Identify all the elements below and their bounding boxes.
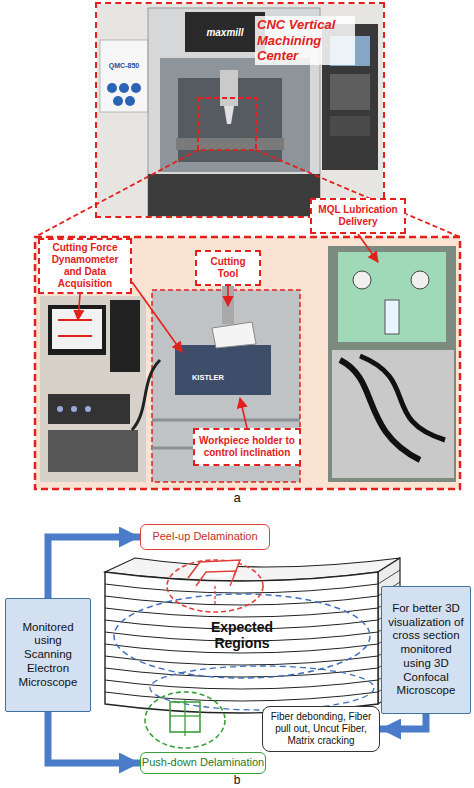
- pressure-gauge: [411, 271, 429, 289]
- callout-box: Cutting Tool: [195, 250, 261, 286]
- peel-up-ply: [196, 571, 236, 586]
- method-box: Monitored using Scanning Electron Micros…: [5, 598, 91, 712]
- node-text: Peel-up Delamination: [152, 530, 257, 543]
- sign-icon: [131, 83, 141, 93]
- node-text: For better 3D visualization of cross sec…: [386, 602, 466, 699]
- monitor-screen: [52, 309, 102, 349]
- machine-base: [148, 174, 320, 216]
- inset-frame: [35, 237, 460, 489]
- node-text: MQL Lubrication Delivery: [314, 204, 402, 228]
- signal-cable: [132, 360, 160, 430]
- mql-hose: [340, 360, 420, 460]
- push-down-zone: [145, 692, 225, 748]
- control-buttons: [330, 116, 370, 136]
- leader-line: [358, 234, 378, 262]
- pressure-gauge: [353, 271, 371, 289]
- peel-up-zone: [167, 560, 263, 612]
- daq-connector: [57, 406, 63, 412]
- daq-connector: [85, 406, 91, 412]
- leader-line: [227, 286, 229, 306]
- screen-signal: [58, 335, 92, 337]
- control-keypad: [330, 74, 370, 110]
- table-slot: [152, 419, 300, 422]
- panel-letter: a: [228, 491, 246, 506]
- laminate-front-face: [105, 572, 378, 713]
- zoom-line: [35, 150, 198, 237]
- delamination-box: Peel-up Delamination: [140, 524, 270, 550]
- daq-photo: [40, 296, 146, 482]
- model-text: QMC-850: [100, 62, 148, 70]
- expected-region-outline: [114, 594, 370, 678]
- dynamometer: [175, 345, 271, 395]
- push-down-direction: [184, 700, 185, 736]
- callout-box: Cutting Force Dynamometer and Data Acqui…: [38, 238, 132, 294]
- damage-box: Fiber debonding, Fiber pull out, Uncut F…: [262, 706, 380, 752]
- mql-photo: [328, 246, 456, 482]
- damage-region-outline: [150, 666, 374, 710]
- machine-head: [185, 12, 265, 52]
- delamination-box: Push-down Delamination: [140, 752, 266, 774]
- spindle: [220, 70, 238, 106]
- flow-arrow: [48, 712, 140, 763]
- peel-up-ply: [188, 560, 240, 578]
- leader-line: [78, 294, 80, 320]
- mql-nozzle-area: [332, 350, 454, 478]
- mql-hose: [360, 356, 445, 440]
- node-text: Push-down Delamination: [142, 756, 264, 769]
- flow-arrow: [380, 714, 426, 729]
- leader-line: [240, 398, 247, 428]
- machine-window: [160, 58, 310, 172]
- node-text: CNC Vertical Machining Center: [255, 16, 355, 65]
- panel-letter: b: [228, 774, 246, 788]
- monitor: [48, 305, 106, 355]
- setup-inset: [35, 234, 460, 489]
- laminate-illustration: [105, 558, 400, 748]
- wall-background: [97, 4, 383, 216]
- sign-icon: [107, 83, 117, 93]
- spindle-tool: [224, 106, 234, 124]
- leader-line: [132, 282, 182, 352]
- inclined-workpiece: [212, 322, 256, 348]
- node-text: Cutting Force Dynamometer and Data Acqui…: [42, 242, 128, 290]
- node-text: Workpiece holder to control inclination: [197, 435, 297, 459]
- flow-arrow: [48, 537, 140, 598]
- machine-table: [176, 138, 284, 150]
- computer-tower: [110, 300, 140, 372]
- brand-text: maxmill: [185, 27, 265, 39]
- cutting-tool: [222, 286, 234, 324]
- sign-icon: [113, 96, 123, 106]
- method-box: For better 3D visualization of cross sec…: [381, 586, 471, 714]
- sign-icon: [119, 83, 129, 93]
- daq-connector: [71, 406, 77, 412]
- peel-up-direction: [214, 586, 215, 604]
- region-label: Expected Regions: [200, 619, 284, 651]
- callout-box: Workpiece holder to control inclination: [193, 428, 301, 466]
- zoom-frame: [198, 98, 256, 150]
- ply-lines: [105, 584, 378, 701]
- screen-signal: [58, 319, 92, 321]
- callout-box: MQL Lubrication Delivery: [310, 198, 406, 234]
- sign-icon: [125, 96, 135, 106]
- node-text: Fiber debonding, Fiber pull out, Uncut F…: [266, 711, 376, 747]
- daq-unit: [48, 394, 130, 424]
- charge-amplifier: [48, 430, 138, 472]
- oil-reservoir: [385, 300, 399, 334]
- node-text: Cutting Tool: [199, 256, 257, 280]
- mql-panel: [338, 252, 446, 342]
- cnc-machine-photo: [35, 4, 460, 237]
- node-text: Monitored using Scanning Electron Micros…: [10, 621, 86, 690]
- safety-sign-panel: [100, 40, 148, 112]
- brand-text: KISTLER: [178, 374, 238, 383]
- zoom-line: [256, 150, 460, 237]
